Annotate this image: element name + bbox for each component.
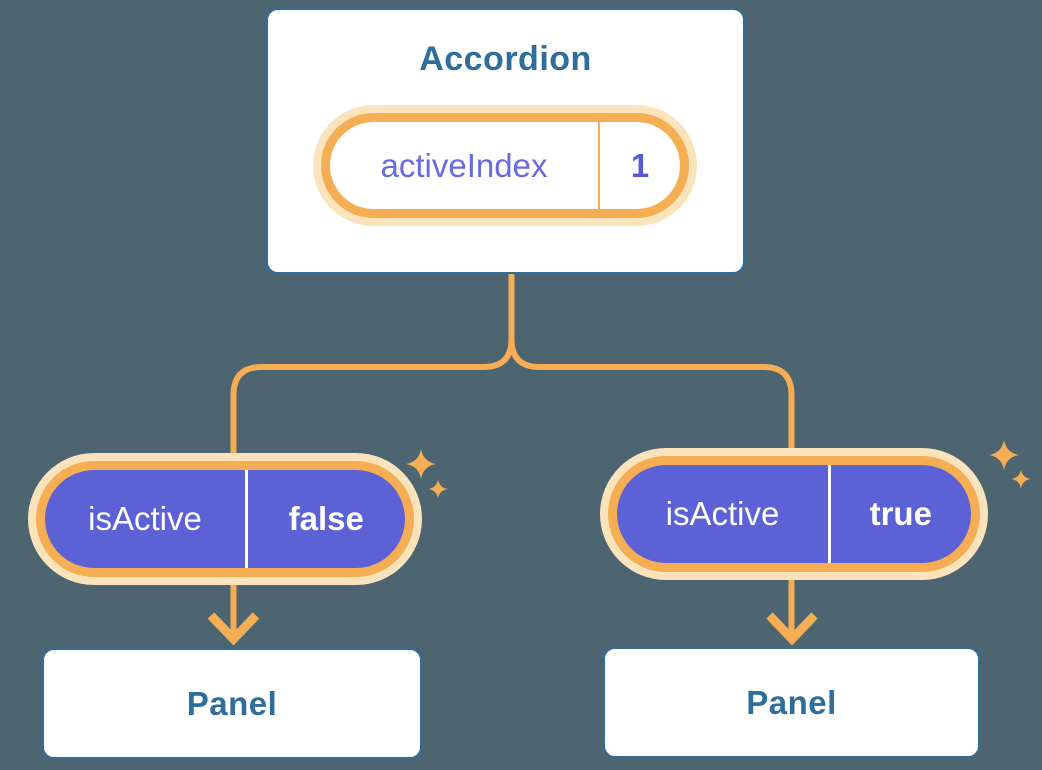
- prop-name: isActive: [88, 500, 202, 537]
- prop-value: true: [869, 495, 932, 532]
- prop-name: isActive: [665, 495, 780, 532]
- prop-value: false: [288, 500, 364, 537]
- state-value: 1: [630, 146, 650, 184]
- sparkle-icon: [989, 440, 1031, 489]
- prop-pill-left: isActive false: [36, 461, 414, 577]
- arrowhead-left-icon: [207, 612, 260, 646]
- panel-card-right: Panel: [603, 647, 980, 758]
- pill-divider: [828, 465, 831, 563]
- branch-line-left: [230, 266, 515, 637]
- state-name: activeIndex: [380, 146, 548, 184]
- accordion-title: Accordion: [419, 40, 592, 78]
- pill-divider: [598, 122, 600, 209]
- panel-label: Panel: [186, 684, 278, 722]
- panel-label: Panel: [746, 683, 837, 721]
- branch-line-right: [508, 266, 795, 637]
- state-pill: activeIndex 1: [321, 113, 689, 218]
- arrowhead-right-icon: [766, 612, 818, 646]
- panel-card-left: Panel: [42, 648, 422, 759]
- pill-divider: [245, 470, 248, 568]
- prop-pill-right: isActive true: [608, 456, 980, 572]
- sparkle-icon: [406, 449, 448, 499]
